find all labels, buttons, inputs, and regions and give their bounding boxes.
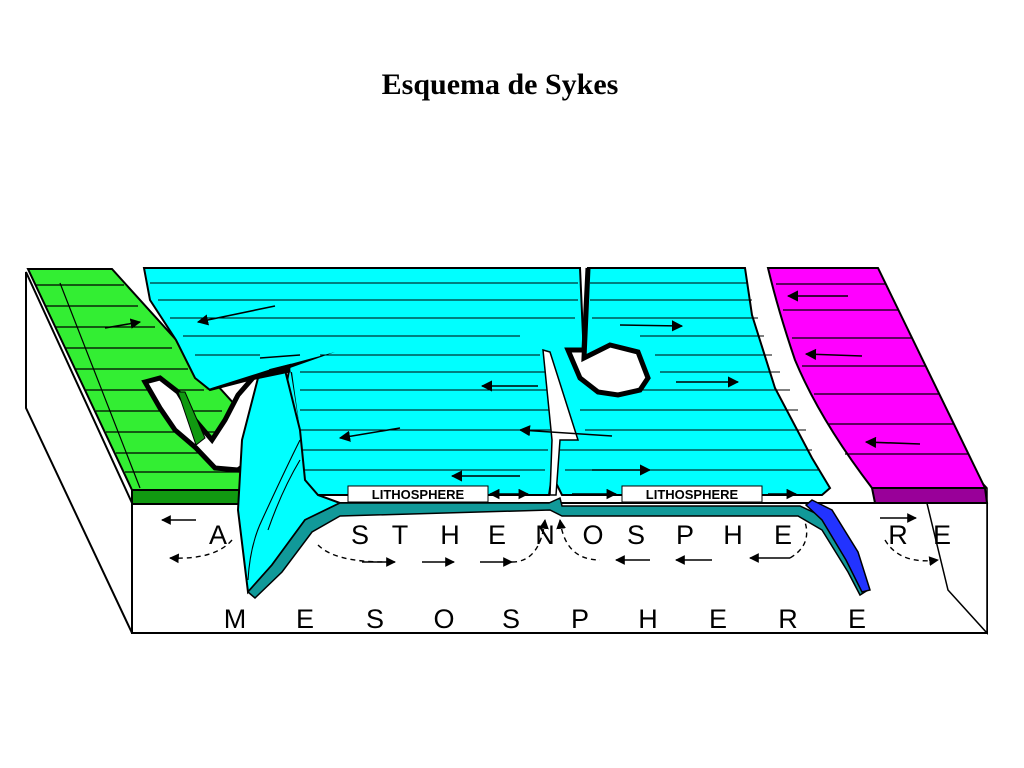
asthenosphere-letter: A [209,520,227,550]
lithosphere-label-left-group: LITHOSPHERE [347,485,530,503]
mesosphere-letter: E [709,604,727,634]
right-continent [766,267,989,504]
mesosphere-letter: H [638,604,658,634]
ridge-hole [564,267,651,398]
asthenosphere-letter: T [392,520,409,550]
asthenosphere-letter: P [676,520,694,550]
mid-ocean-ridge [542,348,580,496]
mesosphere-letter: R [778,604,798,634]
mesosphere-letter: M [224,604,247,634]
asthenosphere-letter: E [933,520,951,550]
asthenosphere-letter: H [440,520,460,550]
right-continent-top [766,267,987,489]
mesosphere-letter: S [366,604,384,634]
lithosphere-label-right: LITHOSPHERE [646,487,739,502]
oceanic-plate-edge [246,496,869,600]
right-continent-front [870,487,989,504]
mesosphere-label: M E S O S P H E R E [224,604,866,634]
lithosphere-label-left: LITHOSPHERE [372,487,465,502]
subducting-slab-right [804,499,871,593]
mesosphere-letter: E [848,604,866,634]
convection-arrows [161,513,939,567]
mesosphere-letter: S [502,604,520,634]
mesosphere-letter: O [433,604,454,634]
mesosphere-letter: P [571,604,589,634]
asthenosphere-letter: S [627,520,645,550]
asthenosphere-letter: E [774,520,792,550]
mesosphere-letter: E [296,604,314,634]
oceanic-plate [142,267,871,600]
asthenosphere-letter: H [723,520,743,550]
asthenosphere-letter: O [582,520,603,550]
asthenosphere-letter: S [351,520,369,550]
asthenosphere-letter: R [888,520,908,550]
asthenosphere-label: A S T H E N O S P H E R E [209,520,951,550]
lithosphere-label-right-group: LITHOSPHERE [572,485,798,503]
page-title: Esquema de Sykes [381,68,619,101]
asthenosphere-letter: E [488,520,506,550]
